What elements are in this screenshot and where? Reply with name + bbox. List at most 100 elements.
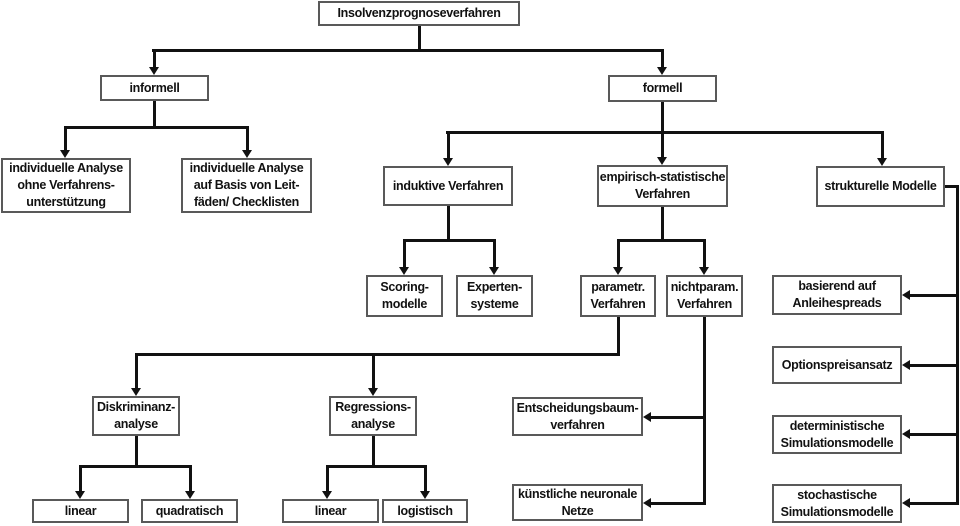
node-diskriminanzanalyse: Diskriminanz- analyse xyxy=(92,396,180,436)
connector-line xyxy=(424,465,427,492)
node-label: Regressions- analyse xyxy=(335,400,411,431)
node-expertensysteme: Experten- systeme xyxy=(456,275,533,317)
node-scoringmodelle: Scoring- modelle xyxy=(366,275,443,317)
connector-line xyxy=(246,126,249,151)
connector-line xyxy=(661,207,664,242)
node-label: Insolvenzprognoseverfahren xyxy=(337,6,501,20)
node-label: Scoring- modelle xyxy=(380,280,429,311)
node-label: individuelle Analyse auf Basis von Leit-… xyxy=(189,161,304,209)
node-formell: formell xyxy=(608,75,717,102)
connector-line xyxy=(79,465,82,492)
connector-line xyxy=(403,239,496,242)
connector-line xyxy=(447,131,450,159)
connector-line xyxy=(64,126,249,129)
connector-line xyxy=(651,502,706,505)
connector-line xyxy=(661,131,664,158)
node-label: nichtparam. Verfahren xyxy=(670,280,739,311)
connector-line xyxy=(64,126,67,151)
node-empirisch-statistische-verfahren: empirisch-statistische Verfahren xyxy=(597,165,728,207)
arrow-down-icon xyxy=(420,491,430,499)
connector-line xyxy=(153,101,156,129)
connector-line xyxy=(135,353,620,356)
arrow-left-icon xyxy=(902,290,910,300)
node-label: parametr. Verfahren xyxy=(590,280,646,311)
node-label: formell xyxy=(642,81,683,95)
connector-line xyxy=(403,239,406,268)
connector-line xyxy=(152,49,664,52)
connector-line xyxy=(661,102,664,133)
node-kuenstliche-neuronale-netze: künstliche neuronale Netze xyxy=(512,484,643,521)
connector-line xyxy=(418,26,421,50)
arrow-down-icon xyxy=(60,150,70,158)
connector-line xyxy=(372,436,375,468)
node-label: individuelle Analyse ohne Verfahrens- un… xyxy=(9,161,123,209)
node-stochastische-simulationsmodelle: stochastische Simulationsmodelle xyxy=(772,484,902,523)
node-label: linear xyxy=(314,503,347,518)
node-linear-regression: linear xyxy=(282,499,379,523)
node-label: künstliche neuronale Netze xyxy=(517,486,638,518)
arrow-left-icon xyxy=(643,412,651,422)
connector-line xyxy=(79,465,192,468)
connector-line xyxy=(135,353,138,389)
connector-line xyxy=(617,239,620,268)
arrow-left-icon xyxy=(902,429,910,439)
node-label: stochastische Simulationsmodelle xyxy=(780,487,894,519)
node-label: strukturelle Modelle xyxy=(824,179,937,193)
node-label: Experten- systeme xyxy=(467,280,522,311)
node-optionspreisansatz: Optionspreisansatz xyxy=(772,346,902,384)
node-quadratisch: quadratisch xyxy=(141,499,238,523)
arrow-down-icon xyxy=(657,67,667,75)
connector-line xyxy=(703,239,706,268)
arrow-down-icon xyxy=(149,67,159,75)
arrow-down-icon xyxy=(613,267,623,275)
node-label: basierend auf Anleihespreads xyxy=(792,279,882,310)
node-label: logistisch xyxy=(397,503,453,518)
connector-line xyxy=(956,185,959,505)
arrow-down-icon xyxy=(185,491,195,499)
node-label: Diskriminanz- analyse xyxy=(96,400,176,431)
arrow-left-icon xyxy=(643,498,651,508)
arrow-down-icon xyxy=(443,158,453,166)
arrow-down-icon xyxy=(75,491,85,499)
node-label: deterministische Simulationsmodelle xyxy=(780,418,894,450)
node-nichtparametrische-verfahren: nichtparam. Verfahren xyxy=(666,275,743,317)
arrow-down-icon xyxy=(657,157,667,165)
node-parametrische-verfahren: parametr. Verfahren xyxy=(580,275,656,317)
connector-line xyxy=(326,465,427,468)
arrow-down-icon xyxy=(699,267,709,275)
connector-line xyxy=(945,185,959,188)
arrow-down-icon xyxy=(399,267,409,275)
connector-line xyxy=(326,465,329,492)
node-individuelle-analyse-ohne: individuelle Analyse ohne Verfahrens- un… xyxy=(1,158,131,213)
node-induktive-verfahren: induktive Verfahren xyxy=(383,166,513,206)
node-linear-diskriminanz: linear xyxy=(32,499,129,523)
connector-line xyxy=(446,131,884,134)
node-strukturelle-modelle: strukturelle Modelle xyxy=(816,166,945,207)
connector-line xyxy=(910,294,958,297)
arrow-down-icon xyxy=(131,388,141,396)
node-logistisch: logistisch xyxy=(382,499,468,523)
connector-line xyxy=(910,433,958,436)
node-individuelle-analyse-leitfaeden: individuelle Analyse auf Basis von Leit-… xyxy=(181,158,312,213)
connector-line xyxy=(910,502,958,505)
connector-line xyxy=(493,239,496,268)
arrow-down-icon xyxy=(877,158,887,166)
connector-line xyxy=(617,317,620,356)
connector-line xyxy=(189,465,192,492)
arrow-left-icon xyxy=(902,498,910,508)
arrow-down-icon xyxy=(489,267,499,275)
connector-line xyxy=(135,436,138,468)
connector-line xyxy=(661,49,664,68)
connector-line xyxy=(881,131,884,159)
node-label: Optionspreisansatz xyxy=(781,357,893,372)
connector-line xyxy=(372,353,375,389)
connector-line xyxy=(910,364,958,367)
node-deterministische-simulationsmodelle: deterministische Simulationsmodelle xyxy=(772,415,902,454)
node-label: quadratisch xyxy=(155,503,224,518)
node-label: empirisch-statistische Verfahren xyxy=(599,170,726,201)
node-insolvenzprognoseverfahren: Insolvenzprognoseverfahren xyxy=(318,1,520,26)
node-informell: informell xyxy=(100,75,209,101)
node-label: informell xyxy=(129,80,180,95)
node-label: induktive Verfahren xyxy=(392,178,504,193)
